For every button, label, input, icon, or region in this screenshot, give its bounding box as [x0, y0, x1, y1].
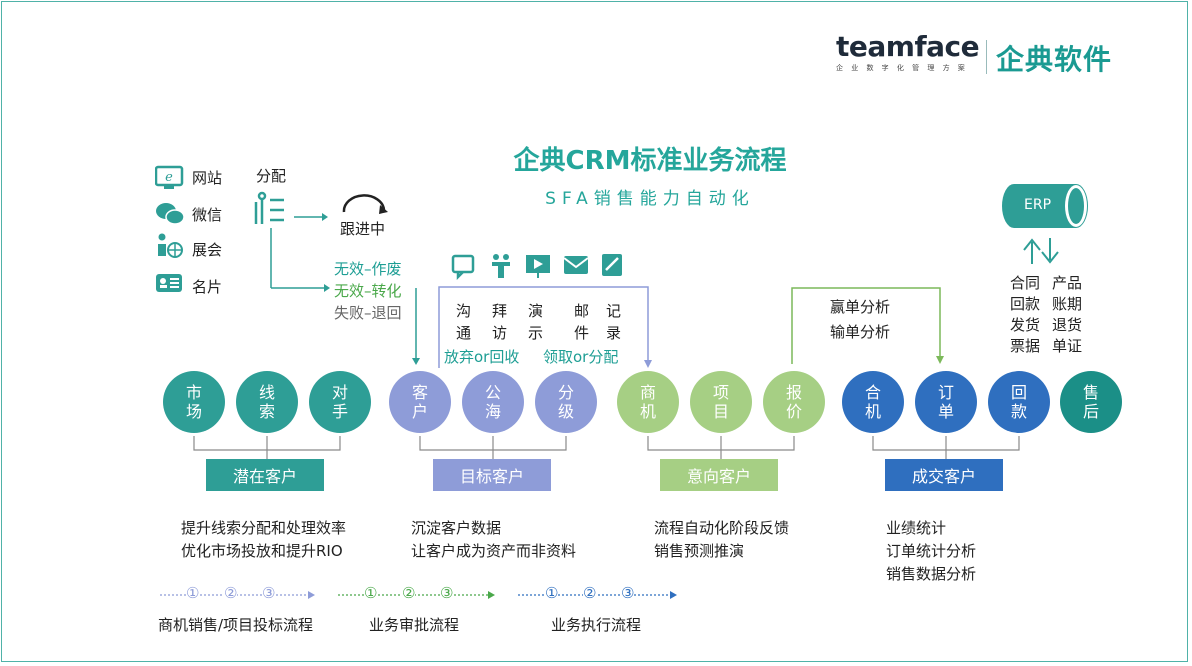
brand-block: teamface 企 业 数 字 化 管 理 方 案 — [836, 30, 980, 73]
activity-visit: 拜 访 — [492, 302, 508, 342]
assign-label: 分配 — [256, 167, 287, 185]
brand-logo: teamface — [836, 30, 980, 63]
email-icon — [563, 256, 589, 274]
source-label-exhibition: 展会 — [192, 241, 223, 259]
release-label: 放弃or回收 — [444, 348, 520, 366]
assign-flow-lines — [254, 191, 420, 365]
stage-grading: 分 级 — [535, 371, 597, 433]
loss-analysis: 输单分析 — [830, 323, 891, 341]
category-closed: 成交客户 — [885, 459, 1003, 491]
flow-sales-step-3: ③ — [262, 584, 276, 602]
benefit-target-1: 沉淀客户数据 — [411, 519, 502, 537]
flow-approval-label: 业务审批流程 — [369, 616, 460, 634]
presentation-icon — [526, 255, 550, 278]
source-label-wechat: 微信 — [192, 206, 223, 224]
activity-demo: 演 示 — [528, 302, 544, 342]
page-title: 企典CRM标准业务流程 — [513, 146, 787, 176]
flow-sales-step-2: ② — [224, 584, 238, 602]
stage-aftersales: 售 后 — [1060, 371, 1122, 433]
svg-text:e: e — [165, 170, 173, 185]
category-intent: 意向客户 — [660, 459, 778, 491]
visit-icon — [492, 254, 510, 278]
flow-sales-step-1: ① — [186, 584, 200, 602]
erp-item-term: 账期 — [1052, 295, 1083, 313]
activity-email: 邮 件 — [574, 302, 590, 342]
flow-execution-steps — [518, 591, 677, 599]
erp-cylinder-icon — [1002, 184, 1088, 228]
brand-name: 企典软件 — [996, 43, 1113, 76]
flow-approval-steps — [338, 591, 495, 599]
source-icons: e — [155, 165, 185, 292]
stage-opportunity: 商 机 — [617, 371, 679, 433]
erp-label: ERP — [1024, 197, 1052, 213]
brand-tagline: 企 业 数 字 化 管 理 方 案 — [836, 64, 968, 72]
website-icon: e — [155, 165, 184, 189]
activity-bracket — [438, 286, 652, 368]
page-subtitle: SFA销售能力自动化 — [545, 189, 755, 209]
stage-lead: 线 索 — [236, 371, 298, 433]
stage-contract: 合 机 — [842, 371, 904, 433]
category-target: 目标客户 — [433, 459, 551, 491]
benefit-intent-2: 销售预测推演 — [654, 542, 745, 560]
follow-label: 跟进中 — [340, 220, 386, 238]
stage-pool: 公 海 — [462, 371, 524, 433]
communicate-icon — [451, 254, 475, 281]
outcome-fail-return: 失败–退回 — [334, 304, 402, 322]
activity-record: 记 录 — [606, 302, 622, 342]
erp-item-return: 退货 — [1052, 316, 1083, 334]
outcome-invalid-void: 无效–作废 — [334, 260, 402, 278]
stage-quote: 报 价 — [763, 371, 825, 433]
exchange-arrows-icon — [1023, 238, 1059, 264]
category-brackets — [193, 436, 1020, 460]
stage-project: 项 目 — [690, 371, 752, 433]
flow-step-lines — [160, 591, 677, 599]
flow-approval-step-2: ② — [402, 584, 416, 602]
wechat-icon — [156, 203, 185, 225]
erp-item-voucher: 单证 — [1052, 337, 1083, 355]
benefit-intent-1: 流程自动化阶段反馈 — [654, 519, 790, 537]
benefit-target-2: 让客户成为资产而非资料 — [411, 542, 577, 560]
activity-communicate: 沟 通 — [456, 302, 472, 342]
stage-customer: 客 户 — [389, 371, 451, 433]
erp-item-payment: 回款 — [1010, 295, 1041, 313]
stage-payment: 回 款 — [988, 371, 1050, 433]
benefit-closed-1: 业绩统计 — [886, 519, 947, 537]
erp-item-product: 产品 — [1052, 274, 1083, 292]
claim-label: 领取or分配 — [543, 348, 619, 366]
benefit-closed-2: 订单统计分析 — [886, 542, 977, 560]
flow-execution-label: 业务执行流程 — [551, 616, 642, 634]
winloss-line — [791, 287, 944, 364]
win-analysis: 赢单分析 — [830, 298, 891, 316]
flow-approval-step-1: ① — [364, 584, 378, 602]
source-label-website: 网站 — [192, 169, 223, 187]
stage-competitor: 对 手 — [309, 371, 371, 433]
erp-item-ship: 发货 — [1010, 316, 1041, 334]
flow-approval-step-3: ③ — [440, 584, 454, 602]
flow-sales-label: 商机销售/项目投标流程 — [158, 616, 314, 634]
flow-execution-step-1: ① — [545, 584, 559, 602]
assign-icon — [254, 191, 284, 224]
benefit-closed-3: 销售数据分析 — [886, 565, 977, 583]
erp-item-contract: 合同 — [1010, 274, 1041, 292]
erp-item-invoice: 票据 — [1010, 337, 1041, 355]
flow-sales-steps — [160, 591, 315, 599]
follow-arc-icon — [342, 194, 388, 214]
flow-execution-step-3: ③ — [621, 584, 635, 602]
stage-market: 市 场 — [163, 371, 225, 433]
source-label-card: 名片 — [192, 278, 223, 296]
brand-divider — [986, 40, 987, 74]
record-icon — [602, 254, 622, 276]
outcome-invalid-convert: 无效–转化 — [334, 282, 402, 300]
activity-icons — [451, 254, 622, 281]
benefit-potential-1: 提升线索分配和处理效率 — [181, 519, 347, 537]
business-card-icon — [156, 274, 182, 292]
stage-order: 订 单 — [915, 371, 977, 433]
exhibition-icon — [158, 233, 183, 258]
benefit-potential-2: 优化市场投放和提升RIO — [181, 542, 343, 560]
flow-execution-step-2: ② — [583, 584, 597, 602]
category-potential: 潜在客户 — [206, 459, 324, 491]
